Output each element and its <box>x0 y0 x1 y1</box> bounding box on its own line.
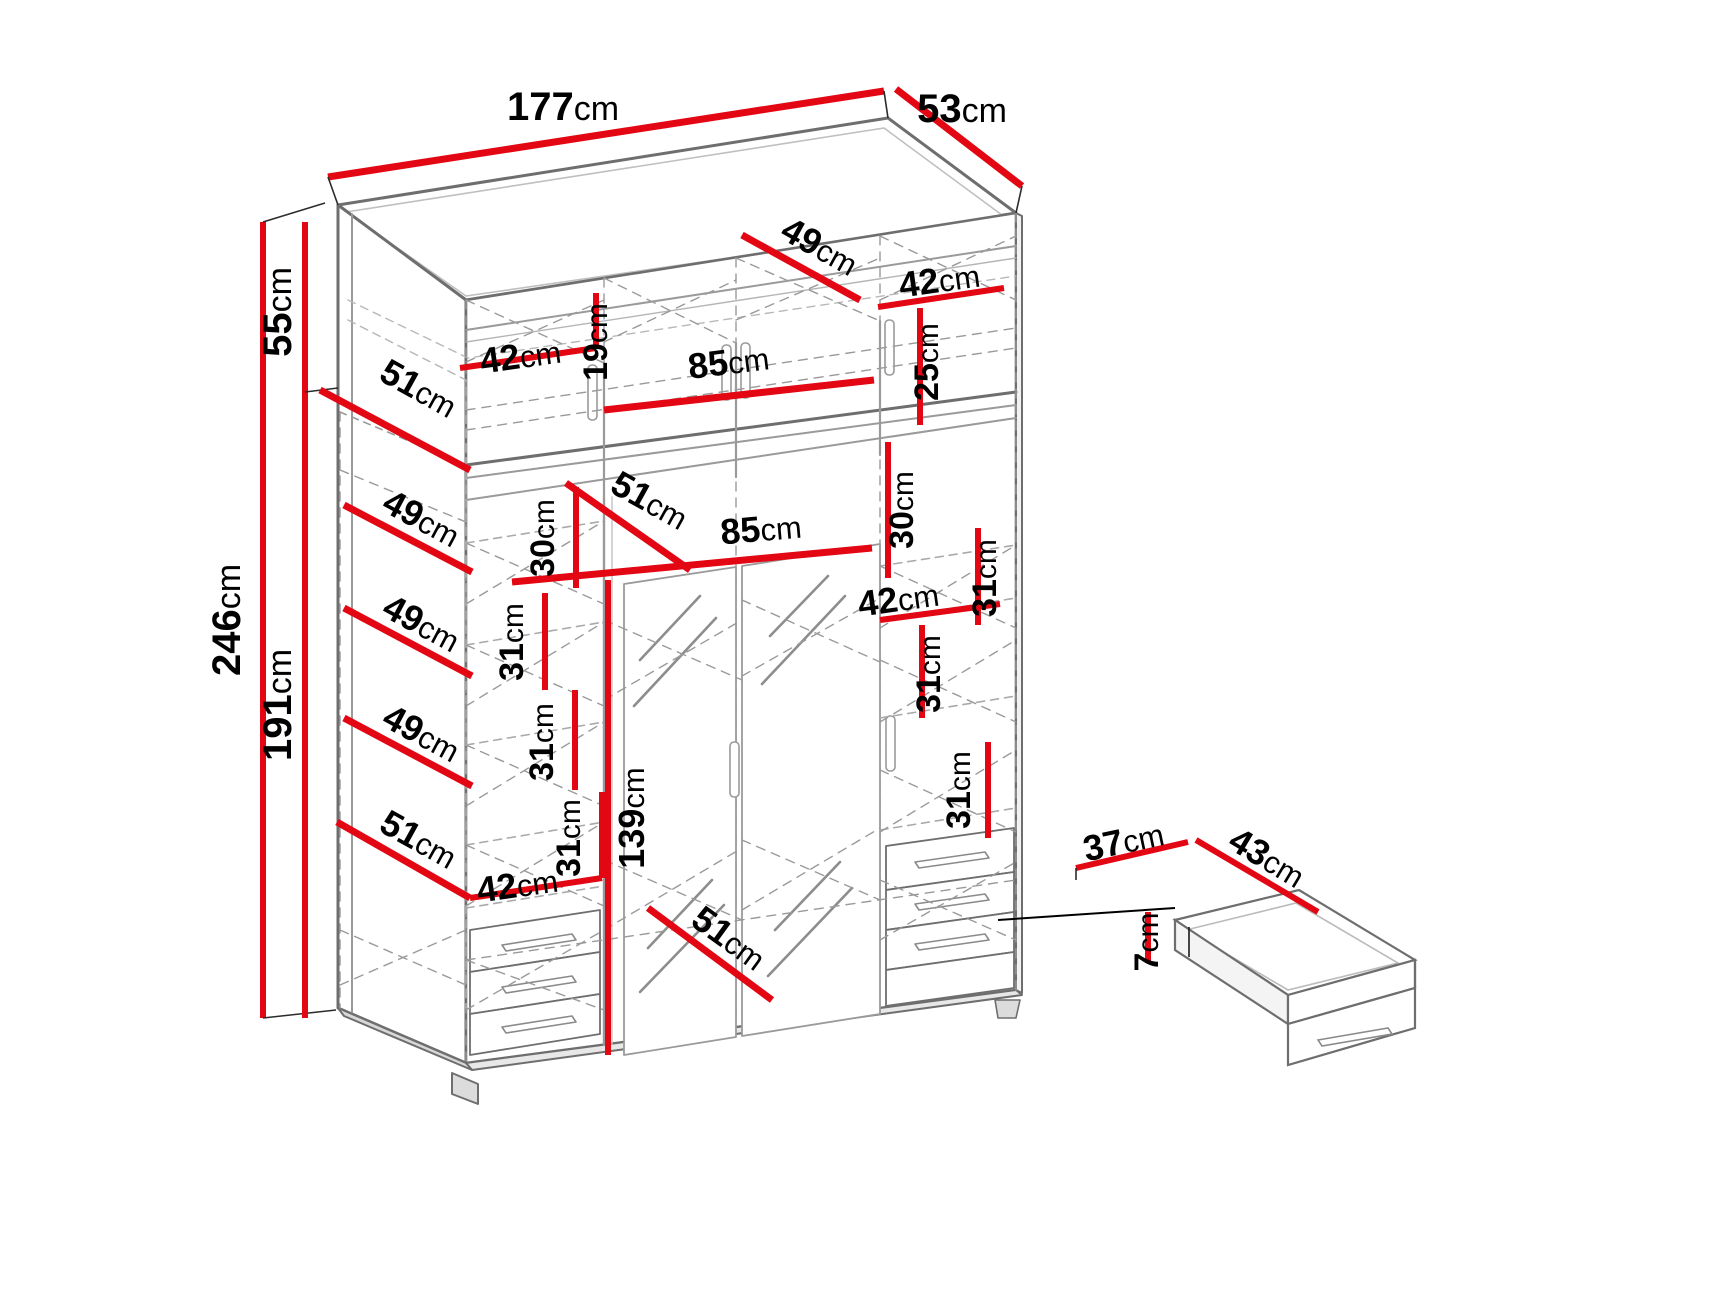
ext-depth-53 <box>1015 185 1023 214</box>
dimline-37-drawer <box>1075 839 1189 871</box>
handle-top-mid-right[interactable] <box>740 342 751 399</box>
dimline-85-top <box>603 376 875 414</box>
dimline-depth-53 <box>893 86 1025 189</box>
left-shelf-line-4 <box>465 821 605 846</box>
label-31-left-2: 31cm <box>523 703 561 781</box>
main-top-shelf <box>465 417 1017 501</box>
ext-height-246-bottom <box>262 1009 337 1019</box>
handle-mirror-left[interactable] <box>729 741 740 798</box>
wardrobe-plinth-side <box>337 1007 473 1071</box>
top-interior-shelf-edge <box>465 257 1017 343</box>
left-shelf-line-2 <box>465 621 605 646</box>
dimline-width-177 <box>327 87 885 181</box>
top-interior-shelf <box>465 245 1017 331</box>
right-shelf-line-1 <box>879 544 1017 567</box>
left-shelf-line-1 <box>465 520 605 544</box>
left-shelf-line-5 <box>465 885 605 909</box>
label-42-top-right: 42cm <box>896 254 982 306</box>
right-shelf-line-4 <box>879 807 1017 831</box>
label-25-top-right: 25cm <box>908 323 946 401</box>
drawer-front-r4[interactable] <box>885 951 1015 1007</box>
handle-top-left[interactable] <box>587 364 598 421</box>
ext-width-177-right <box>883 90 889 119</box>
dimline-51-left-4 <box>335 818 472 902</box>
handle-mirror-right[interactable] <box>885 715 896 772</box>
wardrobe-foot-left <box>451 1072 479 1105</box>
drawer-handles-right[interactable] <box>914 851 990 951</box>
label-42-right: 42cm <box>855 573 941 625</box>
left-shelf-line-3 <box>465 721 605 746</box>
label-85-mid: 85cm <box>719 505 804 553</box>
top-divider-back-edge <box>339 411 467 466</box>
mirror-doors[interactable] <box>623 543 896 1056</box>
top-compartment-divider-thickness <box>465 404 1017 479</box>
wardrobe-right-side <box>1015 212 1023 994</box>
label-height-191: 191cm <box>256 649 300 761</box>
ext-width-177-left <box>327 176 339 206</box>
wardrobe-foot-right <box>994 999 1021 1019</box>
drawer-callout-leader <box>997 907 1176 921</box>
label-31-right-2: 31cm <box>910 635 948 713</box>
mid-left-drawer-stack[interactable] <box>469 909 601 1056</box>
drawer-front-panel <box>1286 986 1417 1067</box>
right-shelf-line-2 <box>879 597 1017 621</box>
drawer-handle-r1[interactable] <box>914 851 990 869</box>
dimline-49-left-2 <box>342 604 474 680</box>
right-column <box>879 544 1017 831</box>
label-depth-53: 53cm <box>917 87 1007 131</box>
label-19-top-left: 19cm <box>577 303 615 381</box>
drawer-inner-floor <box>1183 902 1401 991</box>
drawer-handle-m2[interactable] <box>501 975 577 994</box>
label-42-bottom-left: 42cm <box>474 859 560 911</box>
label-7-drawer: 7cm <box>1128 913 1166 972</box>
drawer-detail-handle <box>1316 1027 1394 1047</box>
exploded-drawer-detail <box>997 888 1418 1067</box>
dimline-51-bottom-mid <box>645 905 775 1003</box>
right-drawer-stack[interactable] <box>885 827 1015 1007</box>
dimension-annotations <box>260 86 1320 1055</box>
dimline-42-top-right <box>877 285 1005 310</box>
mirror-reflection-strokes <box>632 574 854 994</box>
dimline-42-top-left <box>459 345 597 371</box>
top-back-inner-edge <box>347 275 1017 359</box>
label-height-246: 246cm <box>205 564 249 676</box>
dimline-49-left-3 <box>342 714 474 790</box>
mirror-door-left[interactable] <box>623 566 737 1056</box>
dimline-51-mid <box>563 480 693 573</box>
label-width-177: 177cm <box>507 85 619 129</box>
top-compartment-divider <box>464 390 1018 467</box>
label-31-left-3: 31cm <box>550 799 588 877</box>
label-42-top-left: 42cm <box>477 330 563 382</box>
left-column-shelves <box>465 520 605 909</box>
right-shelf-line-3 <box>879 695 1017 719</box>
label-30-right: 30cm <box>883 471 921 549</box>
dimline-42-right <box>879 601 1001 623</box>
dimline-85-mid <box>511 544 873 586</box>
lower-hidden-lines <box>339 469 1017 1011</box>
ext-height-246-top <box>262 202 326 223</box>
drawer-handle-m1[interactable] <box>501 933 577 952</box>
drawer-handle-m3[interactable] <box>501 1015 577 1034</box>
left-interior-back <box>347 319 467 1009</box>
label-31-right-1: 31cm <box>966 539 1004 617</box>
label-31-left-1: 31cm <box>493 603 531 681</box>
drawer-handles-mid[interactable] <box>501 933 577 1034</box>
dimline-43-drawer <box>1194 837 1320 915</box>
label-139-mirror: 139cm <box>611 767 652 868</box>
label-height-55: 55cm <box>256 267 300 357</box>
label-37-drawer: 37cm <box>1079 812 1167 869</box>
drawer-handle-r2[interactable] <box>914 893 990 911</box>
dimline-51-left-upper <box>318 386 472 474</box>
label-30-left: 30cm <box>524 499 562 577</box>
drawer-handle-r3[interactable] <box>914 933 990 951</box>
label-85-top: 85cm <box>686 336 772 387</box>
dimline-49-left-1 <box>342 501 474 576</box>
dimline-42-bottom-left <box>469 875 603 901</box>
label-31-right-3: 31cm <box>940 751 978 829</box>
dimline-49-top-mid <box>740 231 862 304</box>
